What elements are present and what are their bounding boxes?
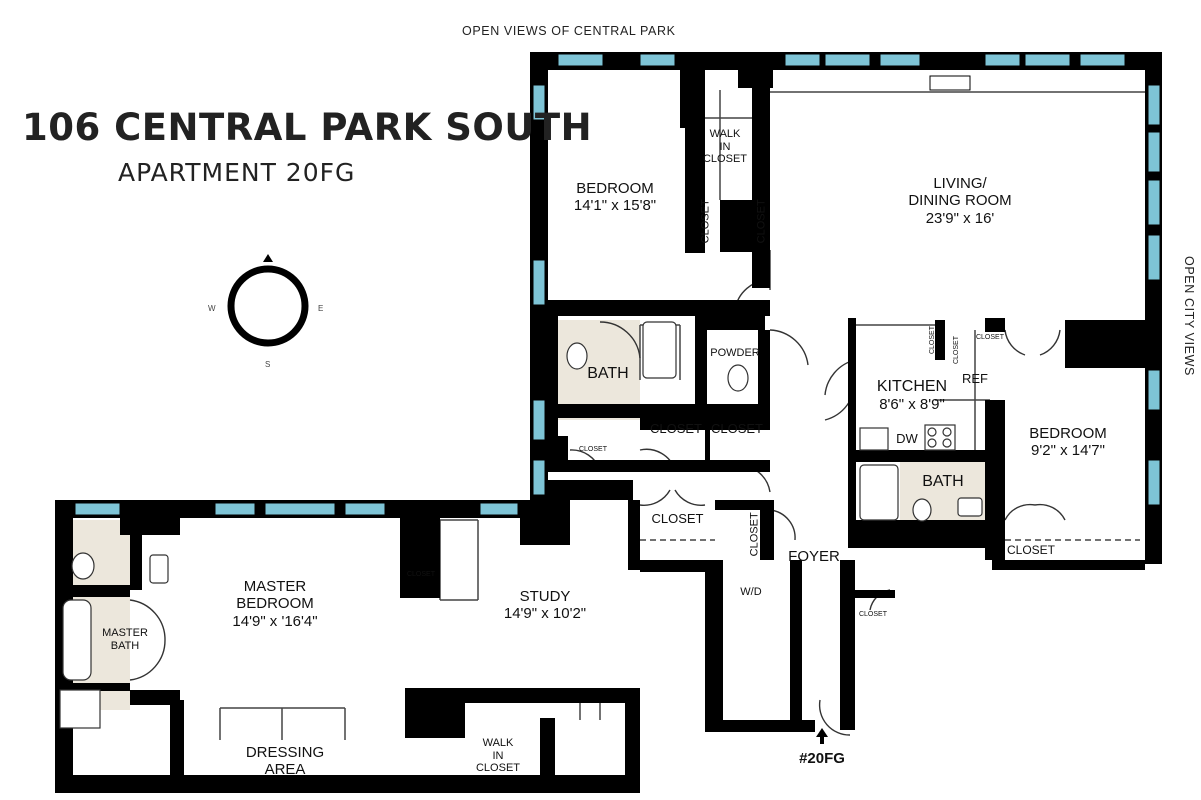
room-powder: POWDER bbox=[710, 347, 760, 359]
room-foyer: FOYER bbox=[788, 548, 840, 565]
closet-label: CLOSET bbox=[928, 326, 936, 355]
compass-w: W bbox=[208, 304, 216, 313]
compass-e: E bbox=[318, 304, 324, 313]
closet-label: CLOSET bbox=[651, 511, 704, 526]
closet-label: CLOSET bbox=[748, 512, 761, 557]
fixtures bbox=[59, 321, 983, 729]
room-living: LIVING/ DINING ROOM 23'9" x 16' bbox=[908, 175, 1012, 227]
closet-label: CLOSET bbox=[975, 334, 1004, 341]
closet-label: CLOSET bbox=[710, 421, 763, 436]
fixture-ref: REF bbox=[962, 371, 988, 386]
room-bedroom-2: BEDROOM 9'2" x 14'7" bbox=[1029, 425, 1107, 460]
tub-icon bbox=[642, 321, 677, 379]
sink-icon bbox=[859, 427, 889, 451]
closet-label: CLOSET bbox=[1006, 543, 1055, 557]
room-kitchen: KITCHEN 8'6" x 8'9" bbox=[876, 378, 948, 414]
toilet-icon bbox=[71, 552, 95, 580]
tub-icon bbox=[859, 464, 899, 521]
closet-label: CLOSET bbox=[858, 611, 887, 618]
room-study: STUDY 14'9" x 10'2" bbox=[503, 588, 587, 623]
fixture-wd: W/D bbox=[740, 586, 762, 598]
page-subtitle: APARTMENT 20FG bbox=[118, 158, 356, 187]
fixture-dw: DW bbox=[896, 431, 918, 446]
entry-label: #20FG bbox=[799, 750, 845, 767]
closet-label: CLOSET bbox=[699, 199, 712, 244]
toilet-icon bbox=[566, 342, 588, 370]
room-bath-2: BATH bbox=[922, 473, 964, 490]
windows bbox=[74, 53, 1161, 516]
walk-in-closet-2: WALK IN CLOSET bbox=[475, 737, 520, 775]
closet-label: CLOSET bbox=[578, 446, 607, 453]
compass-s: S bbox=[265, 360, 271, 369]
tub-icon bbox=[62, 599, 92, 681]
closet-label: CLOSET bbox=[755, 199, 768, 244]
room-master-bedroom: MASTER BEDROOM 14'9" x '16'4" bbox=[232, 578, 318, 630]
closet-label: CLOSET bbox=[952, 336, 960, 365]
closet-label: CLOSET bbox=[649, 421, 702, 436]
toilet-icon bbox=[912, 498, 932, 522]
entry-arrow-icon bbox=[816, 728, 828, 737]
compass bbox=[227, 254, 309, 347]
walk-in-closet-1: WALK IN CLOSET bbox=[702, 128, 747, 166]
room-bedroom-1: BEDROOM 14'1" x 15'8" bbox=[573, 180, 657, 215]
sink-icon bbox=[149, 554, 169, 584]
view-label-right: OPEN CITY VIEWS bbox=[1182, 256, 1196, 376]
view-label-top: OPEN VIEWS OF CENTRAL PARK bbox=[462, 24, 676, 38]
toilet-icon bbox=[727, 364, 749, 392]
room-master-bath: MASTER BATH bbox=[102, 627, 148, 652]
sink-icon bbox=[957, 497, 983, 517]
shower-icon bbox=[59, 689, 101, 729]
room-bath-1: BATH bbox=[587, 365, 629, 382]
page-title: 106 CENTRAL PARK SOUTH bbox=[22, 106, 593, 149]
closet-label: CLOSET bbox=[406, 571, 435, 578]
room-dressing-area: DRESSING AREA bbox=[245, 744, 325, 779]
